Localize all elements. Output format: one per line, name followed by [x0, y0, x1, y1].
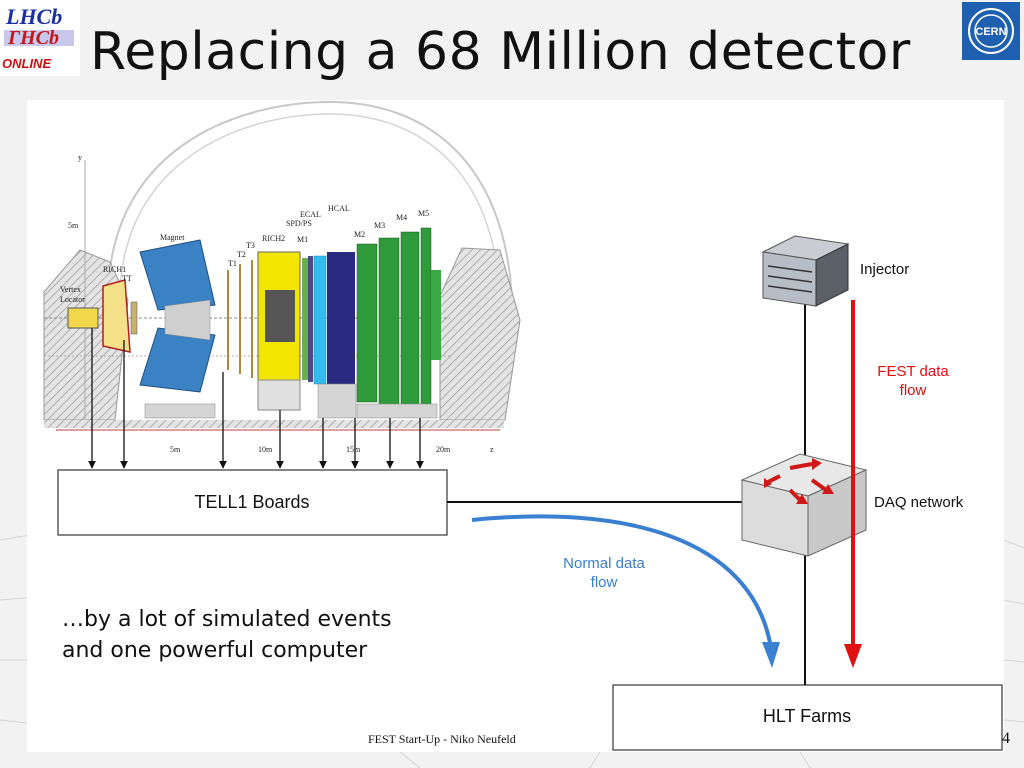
- lhcb-logo: LHCb ΓHCb ONLINE: [0, 0, 80, 76]
- injector-label: Injector: [860, 261, 909, 278]
- locator-label: Locator: [60, 295, 85, 304]
- magnet-label: Magnet: [160, 233, 185, 242]
- hcal-label: HCAL: [328, 204, 350, 213]
- tell1-box: [57, 469, 448, 536]
- lhcb-logo-text-bottom: ΓHCb: [7, 27, 59, 49]
- ecal: [313, 255, 327, 385]
- normal-flow-arrow: [471, 514, 773, 649]
- fest-flow-label-1: FEST data: [877, 363, 949, 380]
- m1-station: [302, 258, 308, 380]
- rich1: [102, 279, 131, 353]
- m3-label: M3: [374, 221, 385, 230]
- tt-label: TT: [122, 274, 132, 283]
- page-number: 4: [1002, 730, 1010, 747]
- right-wall: [439, 247, 521, 421]
- m2-label: M2: [354, 230, 365, 239]
- vertex-label: Vertex: [60, 285, 81, 294]
- tell1-label: TELL1 Boards: [194, 492, 309, 512]
- slide-caption: …by a lot of simulated events and one po…: [62, 604, 392, 666]
- online-logo-text: ONLINE: [2, 56, 51, 71]
- m3-station: [378, 237, 400, 407]
- hlt-label: HLT Farms: [763, 706, 851, 726]
- magnet-upper: [139, 239, 216, 311]
- y-axis-label: y: [78, 153, 82, 162]
- m4-station: [400, 231, 420, 409]
- rich2-label: RICH2: [262, 234, 285, 243]
- m4-label: M4: [396, 213, 407, 222]
- cern-logo: CERN: [962, 2, 1020, 60]
- tt-station: [130, 301, 138, 335]
- slide-footer: FEST Start-Up - Niko Neufeld: [368, 732, 516, 746]
- vertex-locator: [67, 307, 99, 329]
- scale-20m-label: 20m: [436, 445, 451, 454]
- caption-line-1: …by a lot of simulated events: [62, 607, 392, 632]
- lhcb-logo-text-top: LHCb: [5, 4, 62, 29]
- spd-ps-label: SPD/PS: [286, 219, 312, 228]
- cern-logo-text: CERN: [975, 26, 1006, 38]
- normal-flow-label-1: Normal data: [563, 555, 645, 572]
- normal-flow-label-2: flow: [591, 574, 618, 591]
- ecal-label: ECAL: [300, 210, 321, 219]
- slide-title: Replacing a 68 Million detector: [90, 22, 911, 82]
- network-switch-icon: [740, 453, 868, 557]
- scale-15m-label: 15m: [346, 445, 361, 454]
- hcal: [327, 252, 355, 388]
- m2-station: [356, 243, 378, 403]
- scale-5m-label: 5m: [170, 445, 181, 454]
- t3-label: T3: [246, 241, 255, 250]
- cavern-dome: [107, 100, 513, 301]
- m5-station: [420, 227, 432, 411]
- fest-flow-label-2: flow: [900, 382, 927, 399]
- lhcb-detector-drawing: y 5m Vertex Locator RICH1 TT Magnet T1 T…: [43, 100, 521, 454]
- rich1-label: RICH1: [103, 265, 126, 274]
- readout-arrows: [88, 328, 424, 469]
- scale-10m-label: 10m: [258, 445, 273, 454]
- caption-line-2: and one powerful computer: [62, 638, 368, 663]
- vertical-scale-label: 5m: [68, 221, 79, 230]
- daq-label: DAQ network: [874, 494, 964, 511]
- m5-label: M5: [418, 209, 429, 218]
- server-icon: [761, 235, 850, 307]
- t2-label: T2: [237, 250, 246, 259]
- magnet-lower: [139, 327, 216, 393]
- hlt-box: [612, 684, 1003, 751]
- z-axis-label: z: [490, 445, 494, 454]
- spd-ps: [308, 256, 313, 382]
- m1-label: M1: [297, 235, 308, 244]
- t1-label: T1: [228, 259, 237, 268]
